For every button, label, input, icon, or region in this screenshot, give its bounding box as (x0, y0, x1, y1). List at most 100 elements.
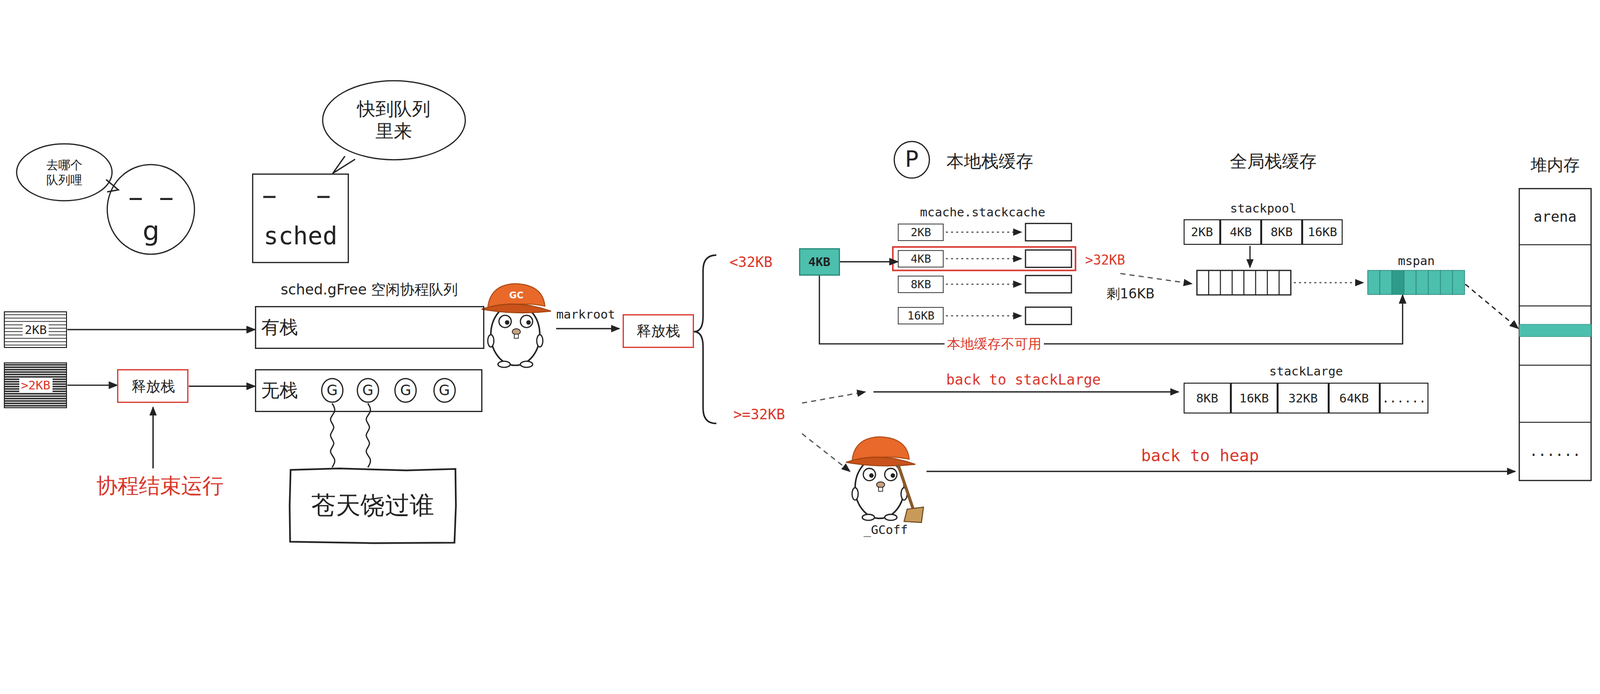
box-outline (4, 362, 67, 408)
span-cell (1404, 270, 1417, 295)
heap-divider (1519, 244, 1591, 246)
node-text: 释放栈 (636, 322, 680, 340)
box-outline (898, 307, 944, 325)
speech-bubble: 去哪个 队列哩 (15, 142, 114, 202)
remainder-note: 剩16KB (1106, 285, 1155, 302)
span-band (1519, 324, 1591, 337)
span-cell (1452, 270, 1465, 295)
node-text: P (905, 146, 919, 174)
circle-outline (357, 378, 379, 402)
struct-label: mcache.stackcache (920, 204, 1046, 220)
table-cell: 64KB (1328, 382, 1380, 414)
table-cell: 16KB (1302, 219, 1344, 245)
label-holder: _GCoff (861, 522, 911, 537)
span-cell (1440, 270, 1453, 295)
table-cell: stackLarge (1183, 362, 1429, 381)
hatch-line (3, 395, 67, 397)
face-circle: g (106, 163, 196, 256)
phase-label: _GCoff (863, 522, 908, 537)
hatch-line (3, 397, 67, 400)
arrow-connector (67, 329, 256, 331)
arrow-connector (188, 385, 256, 387)
table-cell: stackpool (1183, 199, 1343, 218)
cell-text: 32KB (1288, 390, 1318, 406)
illustration-group (106, 156, 1516, 523)
branch-arrow (801, 433, 851, 472)
cell-text: 2KB (1190, 224, 1214, 240)
hatch-line (3, 363, 67, 366)
node-text: G (439, 381, 451, 400)
cell-text: ...... (1382, 390, 1427, 406)
empty-slot (1025, 275, 1072, 294)
node-text: G (400, 381, 412, 400)
box-outline (4, 311, 67, 348)
span-cell (1379, 270, 1392, 295)
hatch-line (3, 404, 67, 407)
table-cell: 8KB (1261, 219, 1303, 245)
node-text: G (326, 381, 338, 400)
cache-slot: 4KB (897, 250, 944, 268)
cell-text: 16KB (1239, 390, 1269, 406)
squiggle-connector (366, 403, 371, 468)
node-text: 释放栈 (131, 377, 175, 396)
node-text: 快到队列 里来 (354, 98, 434, 143)
arrow-connector (1465, 284, 1519, 329)
label-holder: >32KB (1082, 252, 1128, 268)
edge-label: 本地缓存不可用 (946, 335, 1042, 352)
queue-box: 无栈 G G G G (254, 369, 483, 413)
scheduler-box: sched (252, 173, 349, 264)
node-outline (321, 79, 467, 161)
circle-outline (321, 378, 343, 402)
cache-slot: 16KB (897, 306, 944, 325)
flow-arrow (556, 327, 620, 330)
note-box: 苍天饶过谁 (288, 467, 457, 545)
span-cell (1391, 270, 1404, 295)
pool-arrow (1249, 245, 1251, 267)
node-text: 2KB (22, 322, 49, 337)
section-title: 全局栈缓存 (1229, 150, 1317, 172)
size-condition: <32KB (729, 253, 773, 271)
cell-text: 64KB (1339, 390, 1369, 406)
eye-mark (317, 196, 330, 199)
table-cell: 4KB (1220, 219, 1262, 245)
heap-column: 堆内存arena...... (1518, 150, 1592, 482)
flow-arrow (873, 391, 1179, 393)
art-line (1254, 270, 1256, 295)
label-holder: sched.gFree 空闲协程队列 (278, 281, 461, 299)
node-text: 去哪个 队列哩 (43, 157, 85, 187)
node-text: G (362, 381, 374, 400)
bubble-outline (16, 144, 112, 201)
label-holder: back to stackLarge (943, 371, 1104, 389)
cell-text: ...... (1529, 442, 1581, 460)
empty-slot (1025, 223, 1072, 241)
arrow-connector (67, 384, 118, 387)
heap-outline (1519, 188, 1591, 481)
arrow-connector (840, 261, 899, 263)
hatch-line (3, 337, 67, 339)
node-text: 无栈 (261, 379, 298, 402)
box-outline (898, 275, 944, 293)
heap-divider (1519, 364, 1591, 366)
hatch-line (3, 392, 67, 395)
table-cell: arena (1518, 188, 1592, 245)
list-arrow (946, 231, 1022, 233)
sweeper-gopher (845, 436, 916, 521)
cell-text: 4KB (1229, 224, 1253, 240)
goroutine-circle: G (432, 377, 457, 404)
node-text: 有栈 (261, 316, 298, 339)
branch-arrow (801, 391, 866, 403)
list-arrow (946, 315, 1022, 317)
circle-outline (893, 141, 930, 179)
box-outline (898, 223, 944, 241)
table-cell: ...... (1518, 422, 1592, 480)
hatch-line (3, 344, 67, 346)
processor-circle: P (893, 140, 931, 180)
empty-slot (1025, 306, 1072, 325)
hatch-line (3, 366, 67, 368)
section-title: 本地栈缓存 (946, 150, 1034, 172)
label-holder: 协程结束运行 (93, 472, 227, 499)
goroutine-circle: G (356, 377, 380, 404)
node-text: 4KB (910, 252, 932, 266)
